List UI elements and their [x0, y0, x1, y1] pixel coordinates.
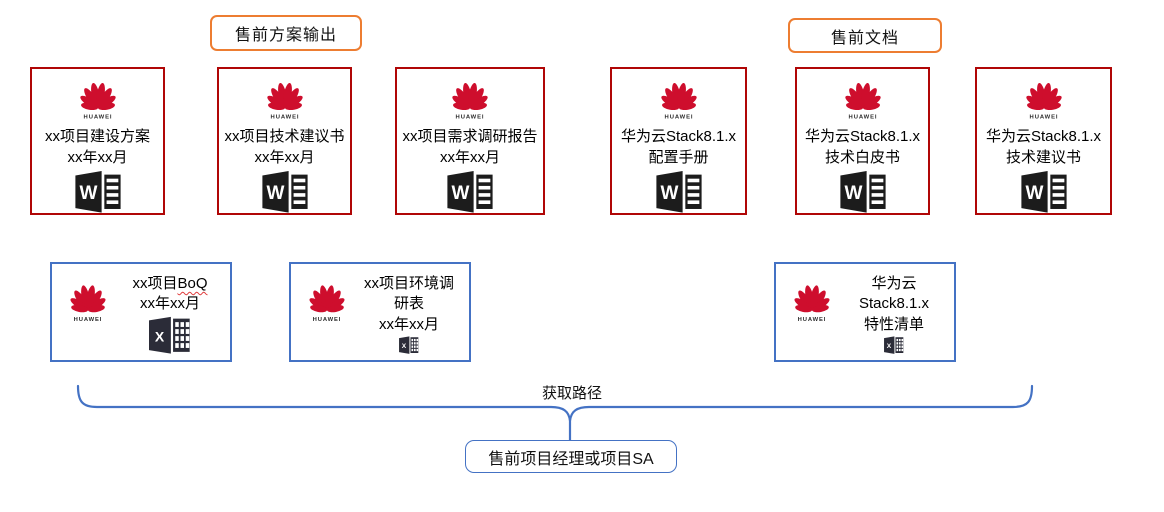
word-file-icon [1020, 171, 1067, 213]
excel-doc-card-boq: HUAWEI xx项目BoQ xx年xx月 [50, 262, 232, 362]
doc-title: xx项目建设方案 xx年xx月 [44, 128, 150, 167]
excel-file-icon [149, 316, 190, 354]
acquisition-path-label: 获取路径 [541, 385, 602, 402]
word-doc-card-technical-proposal: HUAWEI xx项目技术建议书 xx年xx月 [217, 67, 352, 215]
excel-file-icon [884, 336, 904, 354]
huawei-wordmark: HUAWEI [456, 115, 485, 121]
huawei-wordmark: HUAWEI [83, 115, 112, 121]
excel-doc-card-environment-survey: HUAWEI xx项目环境调研表 xx年xx月 [289, 262, 471, 362]
excel-file-icon [399, 336, 419, 354]
huawei-logo-icon: HUAWEI [78, 82, 117, 121]
doc-title: xx项目环境调研表 xx年xx月 [363, 275, 454, 333]
huawei-wordmark: HUAWEI [1029, 115, 1058, 121]
huawei-logo-icon: HUAWEI [1024, 82, 1063, 121]
tag-presales-documents-label: 售前文档 [830, 29, 899, 47]
word-doc-card-requirement-survey-report: HUAWEI xx项目需求调研报告 xx年xx月 [395, 67, 545, 215]
huawei-wordmark: HUAWEI [664, 115, 693, 121]
huawei-wordmark: HUAWEI [270, 115, 299, 121]
word-file-icon [261, 171, 308, 213]
doc-title: 华为云Stack8.1.x 配置手册 [620, 128, 737, 167]
huawei-logo-icon: HUAWEI [659, 82, 698, 121]
huawei-logo-icon: HUAWEI [792, 284, 832, 323]
huawei-wordmark: HUAWEI [313, 317, 342, 323]
huawei-logo-icon: HUAWEI [265, 82, 304, 121]
doc-title: xx项目技术建议书 xx年xx月 [224, 128, 345, 167]
presales-manager-box: 售前项目经理或项目SA [465, 440, 677, 473]
doc-title: 华为云Stack8.1.x 特性清单 [858, 275, 930, 333]
huawei-wordmark: HUAWEI [848, 115, 877, 121]
huawei-logo-icon: HUAWEI [843, 82, 882, 121]
word-file-icon [655, 171, 702, 213]
word-doc-card-tech-whitepaper: HUAWEI 华为云Stack8.1.x 技术白皮书 [795, 67, 930, 215]
word-file-icon [839, 171, 886, 213]
tag-presales-documents: 售前文档 [788, 18, 942, 53]
excel-doc-card-feature-list: HUAWEI 华为云Stack8.1.x 特性清单 [774, 262, 956, 362]
doc-title: 华为云Stack8.1.x 技术建议书 [985, 128, 1102, 167]
huawei-logo-icon: HUAWEI [450, 82, 490, 121]
huawei-logo-icon: HUAWEI [68, 284, 108, 323]
word-file-icon [447, 171, 493, 213]
huawei-logo-icon: HUAWEI [307, 284, 347, 323]
doc-title: 华为云Stack8.1.x 技术白皮书 [804, 128, 921, 167]
presales-manager-label: 售前项目经理或项目SA [488, 450, 654, 468]
word-doc-card-config-manual: HUAWEI 华为云Stack8.1.x 配置手册 [610, 67, 747, 215]
huawei-wordmark: HUAWEI [798, 317, 827, 323]
doc-title: xx项目BoQ xx年xx月 [132, 275, 208, 313]
word-doc-card-tech-proposal-stack: HUAWEI 华为云Stack8.1.x 技术建议书 [975, 67, 1112, 215]
curly-brace [76, 384, 1034, 442]
doc-title: xx项目需求调研报告 xx年xx月 [402, 128, 538, 167]
tag-presales-solution-output-label: 售前方案输出 [234, 27, 337, 44]
huawei-wordmark: HUAWEI [74, 317, 103, 323]
spellcheck-underline-text: BoQ [177, 275, 208, 292]
word-file-icon [74, 171, 121, 213]
word-doc-card-project-construction-plan: HUAWEI xx项目建设方案 xx年xx月 [30, 67, 165, 215]
tag-presales-solution-output: 售前方案输出 [210, 15, 362, 51]
